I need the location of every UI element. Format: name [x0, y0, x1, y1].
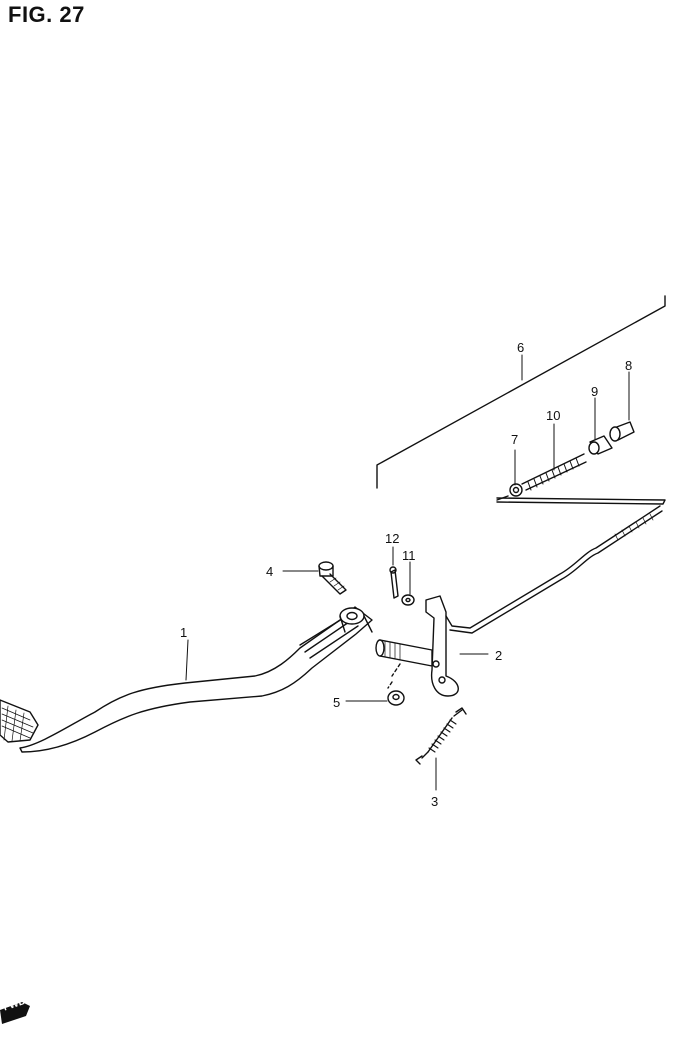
leader-lines [185, 354, 630, 791]
assembly-6-bracket [376, 295, 666, 505]
callout-labels: 1 2 3 4 5 6 7 8 9 10 11 12 [180, 340, 632, 809]
bolt-part [318, 561, 347, 595]
cotter-pin-part [389, 566, 399, 599]
rod-spring-part [521, 453, 587, 491]
callout-3: 3 [431, 794, 438, 809]
callout-10: 10 [546, 408, 560, 423]
figure-title: FIG. 27 [8, 2, 85, 27]
washer-part [387, 663, 405, 706]
small-washer-part [401, 594, 415, 606]
joint-part [588, 435, 613, 455]
callout-8: 8 [625, 358, 632, 373]
callout-9: 9 [591, 384, 598, 399]
callout-12: 12 [385, 531, 399, 546]
callout-2: 2 [495, 648, 502, 663]
pin-part [609, 421, 635, 442]
callout-7: 7 [511, 432, 518, 447]
forward-arrow-icon [0, 1002, 30, 1024]
brake-lever-arm-part [375, 505, 663, 697]
callout-1: 1 [180, 625, 187, 640]
callout-11: 11 [402, 548, 416, 563]
return-spring-part [415, 707, 467, 765]
callout-6: 6 [517, 340, 524, 355]
brake-pedal-part [0, 606, 373, 753]
callout-5: 5 [333, 695, 340, 710]
callout-4: 4 [266, 564, 273, 579]
nut-part [509, 483, 523, 497]
